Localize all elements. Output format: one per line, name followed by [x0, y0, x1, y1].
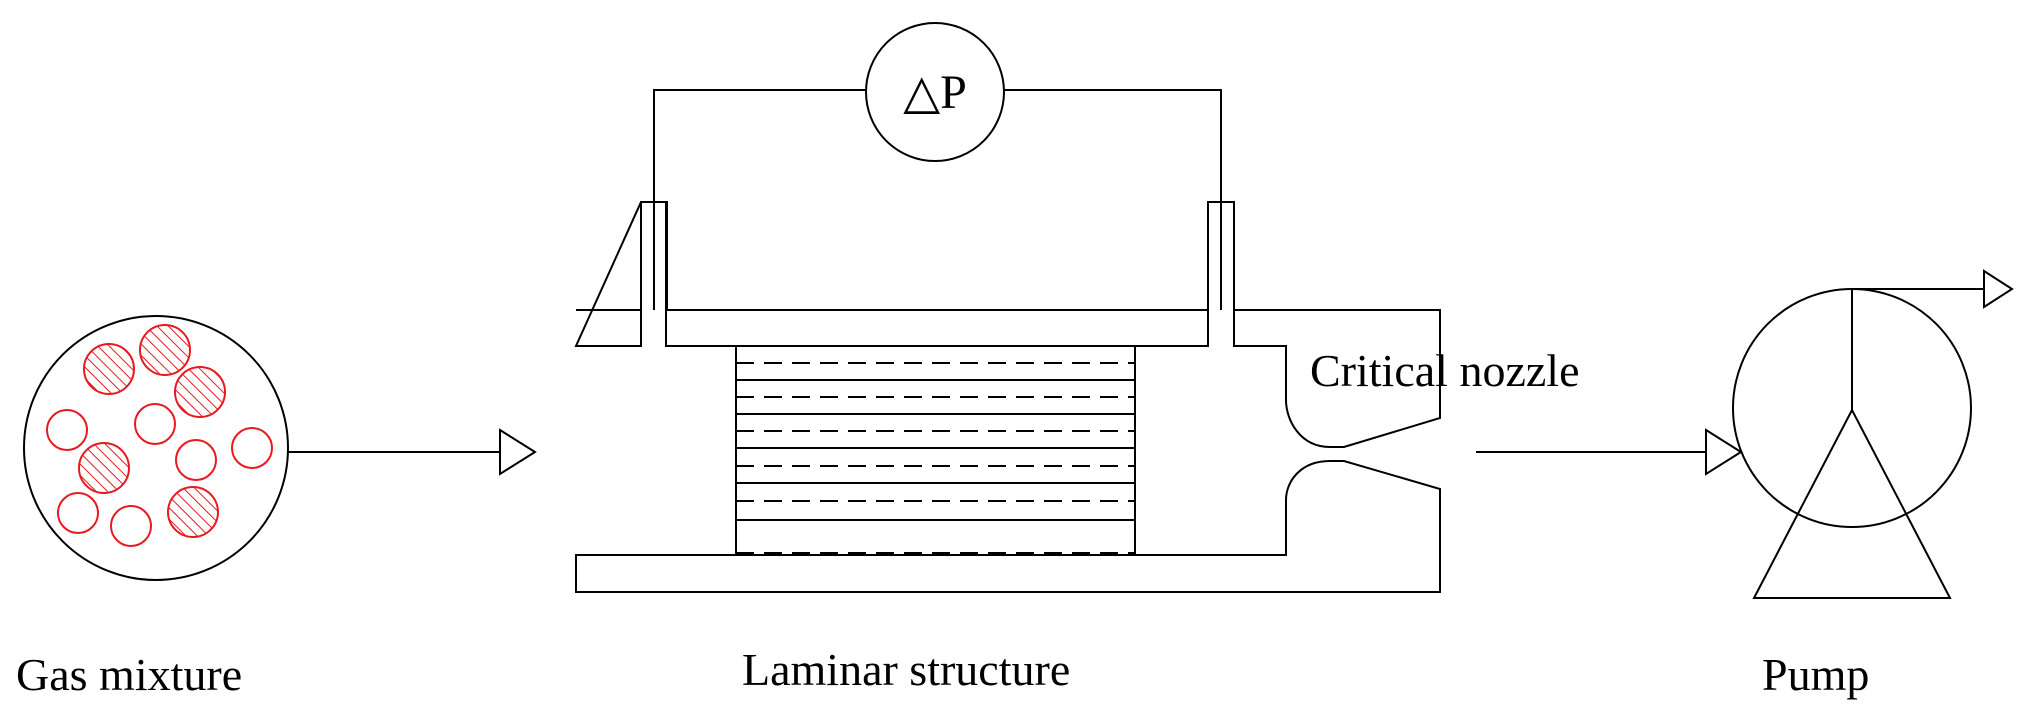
- pressure-gauge-group: △P: [653, 22, 1222, 202]
- hollow-particles: [46, 403, 273, 547]
- hollow-particle: [175, 439, 217, 481]
- inflow-arrow-head: [499, 428, 537, 476]
- nozzle-outflow: [1476, 428, 1743, 476]
- label-laminar-structure: Laminar structure: [742, 644, 1070, 695]
- pump-group: [1732, 269, 2014, 599]
- label-gas-mixture: Gas mixture: [16, 649, 242, 700]
- gauge-left-lead: [653, 89, 866, 202]
- hatched-particles: [78, 324, 226, 538]
- hatched-particle: [174, 366, 226, 418]
- hollow-particle: [231, 427, 273, 469]
- laminar-flow-element: [574, 201, 1441, 593]
- gas-mixture-circle: [23, 315, 289, 581]
- hollow-particle: [57, 492, 99, 534]
- pump-exhaust-arrow-head: [1983, 269, 2014, 309]
- laminar-matrix: [735, 345, 1136, 556]
- hatched-particle: [139, 324, 191, 376]
- gas-mixture-group: [23, 315, 537, 581]
- pressure-gauge-label: △P: [903, 66, 967, 119]
- lower-housing: [575, 460, 1441, 593]
- laminar-dashed-channels: [736, 362, 1135, 554]
- hatched-particle: [167, 486, 219, 538]
- hollow-particle: [110, 505, 152, 547]
- upper-housing: [574, 201, 1441, 448]
- label-critical-nozzle: Critical nozzle: [1310, 345, 1580, 396]
- gauge-right-lead: [1004, 89, 1222, 202]
- hollow-particle: [46, 409, 88, 451]
- hatched-particle: [78, 442, 130, 494]
- pump-triangle: [1752, 407, 1952, 599]
- pressure-gauge-circle: [865, 22, 1005, 162]
- laminar-plates: [736, 379, 1135, 521]
- label-pump: Pump: [1762, 649, 1869, 700]
- hollow-particle: [134, 403, 176, 445]
- hatched-particle: [83, 343, 135, 395]
- outflow-arrow-head: [1705, 428, 1743, 476]
